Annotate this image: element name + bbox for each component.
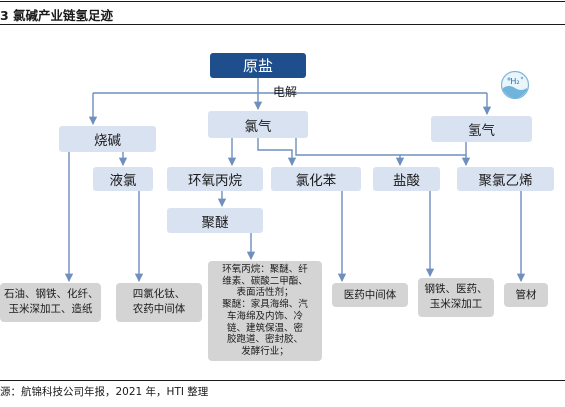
node-chlorobenzene: 氯化苯 [271,167,361,191]
app-line: 维素、碳酸二甲酯、 [222,275,308,287]
node-chlorine: 氯气 [208,111,308,138]
title-top-rule [0,1,565,2]
app-line: 医药中间体 [343,288,397,301]
figure-title: 3 氯碱产业链氢足迹 [0,8,114,23]
source-rule [0,380,565,381]
app-polyether: 环氧丙烷：聚醚、纤 维素、碳酸二甲酯、 表面活性剂； 聚醚：家具海绵、汽 车海绵… [208,261,322,361]
app-line: 玉米深加工 [429,297,483,310]
hydrogen-molecule-icon: H₂ [500,70,530,100]
node-pvc: 聚氯乙烯 [457,167,554,191]
app-line: 农药中间体 [132,302,186,315]
figure-source: 源：航锦科技公司年报，2021 年，HTI 整理 [0,386,209,398]
app-line: 管材 [515,288,537,301]
app-line: 聚醚：家具海绵、汽 [222,299,308,311]
app-line: 环氧丙烷：聚醚、纤 [222,264,308,275]
app-pvc: 管材 [504,283,548,307]
app-line: 车海绵及内饰、冷 [226,310,303,322]
node-raw-salt: 原盐 [210,53,306,78]
node-hydrogen: 氢气 [431,116,532,142]
app-liquid-chlorine: 四氯化钛、 农药中间体 [116,283,202,322]
app-line: 胶跑道、密封胶、 [226,334,303,346]
label-electrolysis: 电解 [273,85,298,99]
app-hydrochloric-acid: 钢铁、医药、 玉米深加工 [418,278,494,317]
app-line: 四氯化钛、 [132,288,186,300]
h2-label: H₂ [510,77,519,86]
app-line: 表面活性剂； [236,287,294,299]
node-caustic-soda: 烧碱 [59,126,156,152]
app-caustic-soda: 石油、钢铁、化纤、 玉米深加工、造纸 [0,283,101,322]
app-line: 石油、钢铁、化纤、 [4,288,99,300]
node-polyether: 聚醚 [167,208,263,233]
app-chlorobenzene: 医药中间体 [332,283,408,307]
app-line: 链、建筑保温、密 [226,322,303,334]
node-liquid-chlorine: 液氯 [93,167,153,191]
node-epichlorohydrin: 环氧丙烷 [167,167,263,191]
title-bottom-rule [0,24,565,25]
node-hydrochloric-acid: 盐酸 [373,167,440,191]
app-line: 发酵行业； [241,345,289,357]
app-line: 钢铁、医药、 [424,283,488,295]
app-line: 玉米深加工、造纸 [8,302,93,315]
